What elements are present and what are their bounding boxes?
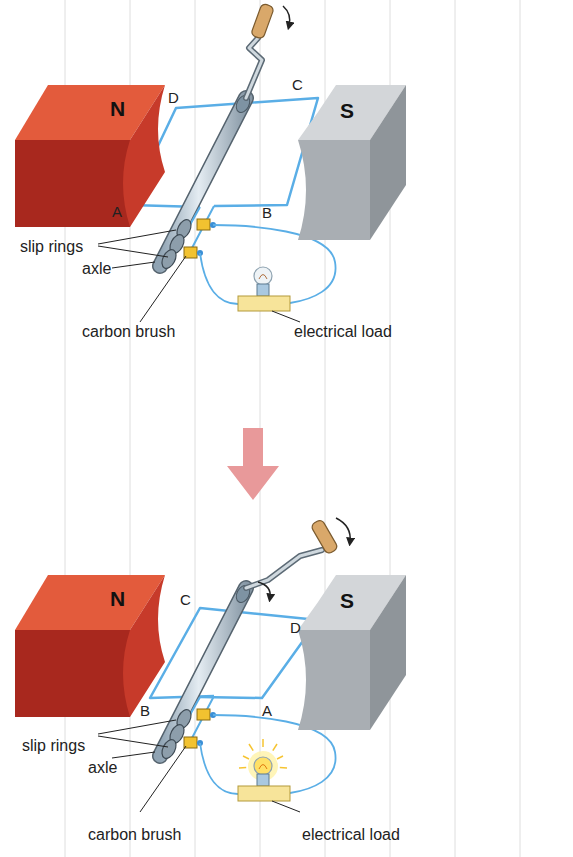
light-ray: [249, 744, 253, 751]
magnet-front: [15, 140, 130, 227]
leader-line: [112, 262, 155, 268]
light-ray: [243, 756, 249, 759]
generator-panel: [98, 3, 336, 322]
corner-letter: A: [112, 203, 122, 221]
part-label: electrical load: [294, 323, 392, 341]
crank-rod-highlight: [246, 550, 322, 588]
magnet-outline: [15, 85, 167, 227]
pole-face: [123, 575, 165, 717]
magnet-block: S: [298, 85, 406, 240]
part-label: carbon brush: [88, 826, 181, 844]
light-ray: [277, 756, 283, 759]
part-label: electrical load: [302, 826, 400, 844]
part-label: slip rings: [22, 737, 85, 755]
paper-line: [195, 0, 196, 857]
axle-shaft: [160, 588, 246, 756]
part-label: axle: [82, 260, 111, 278]
sequence-arrow: [227, 428, 279, 500]
light-ray: [273, 744, 277, 751]
crank-handle: [251, 3, 275, 39]
light-ray: [239, 767, 246, 769]
crank-rod-highlight: [246, 38, 262, 98]
load-box: [238, 296, 290, 311]
axle-outline: [160, 98, 246, 266]
corner-letter: D: [290, 619, 301, 637]
pole-face: [123, 85, 165, 227]
magnet-block: N: [15, 575, 167, 717]
crank-rod: [246, 550, 322, 588]
magnet-outline: [15, 575, 167, 717]
bulb-base: [257, 774, 269, 786]
load-box: [238, 786, 290, 801]
part-label: slip rings: [20, 238, 83, 256]
carbon-brush: [197, 709, 210, 720]
paper-line: [455, 0, 456, 857]
corner-letter: B: [262, 204, 272, 222]
magnet-block: S: [298, 575, 406, 730]
magnet-front: [298, 140, 370, 240]
crank-handle: [310, 519, 338, 555]
axle-outline: [160, 588, 246, 756]
corner-letter: C: [292, 76, 303, 94]
pole-letter: N: [110, 587, 125, 611]
rotation-arrow: [283, 6, 290, 26]
part-label: carbon brush: [82, 323, 175, 341]
leader-line: [272, 311, 300, 322]
light-ray: [262, 739, 264, 747]
leader-line: [98, 230, 176, 257]
part-label: axle: [88, 759, 117, 777]
magnet-front: [298, 630, 370, 730]
crank-rod: [246, 38, 262, 98]
wire: [200, 253, 238, 304]
light-ray: [280, 767, 287, 769]
corner-letter: B: [140, 702, 150, 720]
corner-letter: C: [180, 591, 191, 609]
magnet-side: [370, 575, 406, 730]
wire: [200, 743, 238, 794]
bulb-glass: [254, 267, 272, 285]
leader-line: [98, 720, 176, 747]
bulb-base: [257, 284, 269, 296]
leader-line: [112, 752, 155, 758]
pole-letter: N: [110, 97, 125, 121]
pole-letter: S: [340, 99, 354, 123]
bulb-glass: [254, 757, 272, 775]
paper-line: [520, 0, 521, 857]
leader-line: [140, 256, 186, 322]
carbon-brush: [197, 219, 210, 230]
rotation-arrow: [336, 518, 350, 542]
magnet-front: [15, 630, 130, 717]
axle-shaft: [160, 98, 246, 266]
slip-ring: [159, 737, 179, 760]
rotation-arrow: [258, 582, 270, 598]
leader-line: [272, 801, 300, 812]
bulb-filament: [259, 275, 267, 280]
magnet-block: N: [15, 85, 167, 227]
corner-letter: A: [262, 702, 272, 720]
bulb-filament: [259, 765, 267, 770]
pole-letter: S: [340, 589, 354, 613]
corner-letter: D: [168, 89, 179, 107]
magnet-side: [370, 85, 406, 240]
leader-line: [140, 746, 186, 812]
slip-ring: [159, 247, 179, 270]
